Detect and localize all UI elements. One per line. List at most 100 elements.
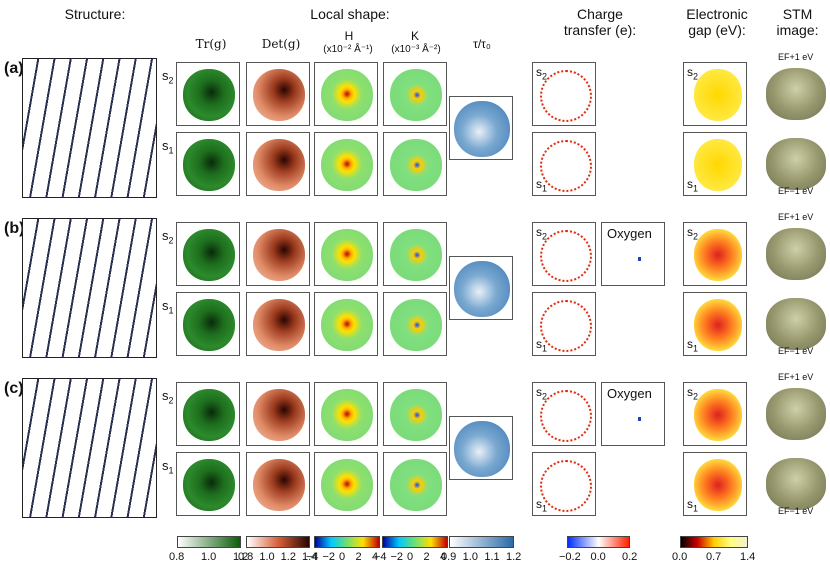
charge-panel: s2 <box>532 62 596 126</box>
colorbar-tick-det: 1.2 <box>280 551 296 563</box>
shape-blob-h <box>321 69 373 121</box>
colorbar-tick-gap: 0.7 <box>706 551 722 563</box>
local-shape-header: Local shape: <box>310 6 390 22</box>
shape-panel-tr <box>176 132 240 196</box>
shape-blob-tr <box>183 459 235 511</box>
charge-surface-label: s2 <box>536 65 548 82</box>
charge-transfer-header-2: transfer (e): <box>563 22 637 38</box>
charge-surface-label: s1 <box>536 177 548 194</box>
colorbar-tick-charge: 0.2 <box>622 551 638 563</box>
stm-image <box>766 68 826 120</box>
shape-panel-k <box>383 222 447 286</box>
colorbar-tick-h: 4 <box>372 551 379 563</box>
surface-index: 2 <box>542 71 548 82</box>
charge-surface-label: s1 <box>536 497 548 514</box>
colorbar-tick-trace: 0.8 <box>169 551 185 563</box>
shape-blob-tr <box>183 229 235 281</box>
shape-panel-det <box>246 292 310 356</box>
shape-panel-det <box>246 452 310 516</box>
charge-ring <box>540 140 592 192</box>
shape-panel-h <box>314 132 378 196</box>
shape-blob-k <box>390 389 442 441</box>
surface-index: 2 <box>168 75 174 86</box>
stm-image <box>766 228 826 280</box>
gap-blob <box>694 459 742 511</box>
shape-panel-h <box>314 452 378 516</box>
surface-index: 1 <box>542 343 548 354</box>
shape-panel-k <box>383 382 447 446</box>
gap-blob <box>694 139 742 191</box>
surface-index: 1 <box>168 465 174 476</box>
tau-blob <box>454 101 510 157</box>
electronic-gap-header-2: gap (eV): <box>688 22 746 38</box>
shape-panel-h <box>314 382 378 446</box>
tau-panel <box>449 416 513 480</box>
gap-panel: s2 <box>683 382 747 446</box>
shape-panel-det <box>246 222 310 286</box>
shape-blob-h <box>321 139 373 191</box>
h-subheader-2: (x10⁻² Å⁻¹) <box>323 44 373 55</box>
shape-blob-det <box>253 299 305 351</box>
charge-surface-label: s2 <box>536 225 548 242</box>
colorbar-tick-k: 2 <box>423 551 430 563</box>
shape-blob-k <box>390 139 442 191</box>
stm-image <box>766 388 826 440</box>
surface-label-s1: s1 <box>162 298 174 316</box>
shape-blob-h <box>321 459 373 511</box>
surface-index: 2 <box>693 391 699 402</box>
charge-panel: s1 <box>532 452 596 516</box>
surface-index: 1 <box>693 343 699 354</box>
shape-blob-k <box>390 229 442 281</box>
colorbar-gap <box>680 536 748 548</box>
colorbar-tick-tau: 0.9 <box>441 551 457 563</box>
colorbar-tick-charge: 0.0 <box>590 551 606 563</box>
colorbar-trace <box>177 536 241 548</box>
surface-index: 1 <box>542 503 548 514</box>
surface-index: 2 <box>168 235 174 246</box>
charge-surface-label: s1 <box>536 337 548 354</box>
stm-image <box>766 458 826 510</box>
colorbar-tick-h: 2 <box>355 551 362 563</box>
surface-letter: s <box>162 298 169 313</box>
shape-panel-h <box>314 292 378 356</box>
row-label: (c) <box>4 380 24 397</box>
shape-panel-tr <box>176 62 240 126</box>
shape-blob-k <box>390 459 442 511</box>
colorbar-tick-tau: 1.2 <box>506 551 522 563</box>
surface-index: 1 <box>542 183 548 194</box>
charge-panel: s1 <box>532 292 596 356</box>
gap-blob <box>694 69 742 121</box>
colorbar-tick-k: 0 <box>407 551 414 563</box>
colorbar-tick-h: 0 <box>339 551 346 563</box>
stm-image <box>766 298 826 350</box>
oxygen-label: Oxygen <box>607 226 652 241</box>
surface-label-s2: s2 <box>162 228 174 246</box>
oxygen-panel: Oxygen <box>601 222 665 286</box>
surface-label-s1: s1 <box>162 138 174 156</box>
structure-image <box>22 218 157 358</box>
gap-panel: s1 <box>683 292 747 356</box>
shape-panel-det <box>246 132 310 196</box>
tau-subheader: τ/τ₀ <box>473 37 491 51</box>
gap-surface-label: s2 <box>687 385 699 402</box>
colorbar-tick-k: 4 <box>440 551 447 563</box>
gap-surface-label: s2 <box>687 225 699 242</box>
surface-letter: s <box>162 138 169 153</box>
electronic-gap-header-1: Electronic <box>686 6 748 22</box>
shape-blob-det <box>253 389 305 441</box>
shape-blob-h <box>321 229 373 281</box>
structure-header: Structure: <box>64 6 126 22</box>
shape-panel-det <box>246 382 310 446</box>
shape-blob-k <box>390 69 442 121</box>
gap-panel: s1 <box>683 132 747 196</box>
row-label: (b) <box>4 220 25 237</box>
shape-blob-tr <box>183 139 235 191</box>
trace-subheader: Tr(g) <box>195 37 227 51</box>
colorbar-tick-trace: 1.0 <box>201 551 217 563</box>
stm-energy-bottom: EF−1 eV <box>778 186 814 196</box>
gap-panel: s2 <box>683 62 747 126</box>
colorbar-tick-trace: 1.2 <box>233 551 249 563</box>
colorbar-h <box>314 536 380 548</box>
shape-panel-tr <box>176 222 240 286</box>
charge-ring <box>540 230 592 282</box>
